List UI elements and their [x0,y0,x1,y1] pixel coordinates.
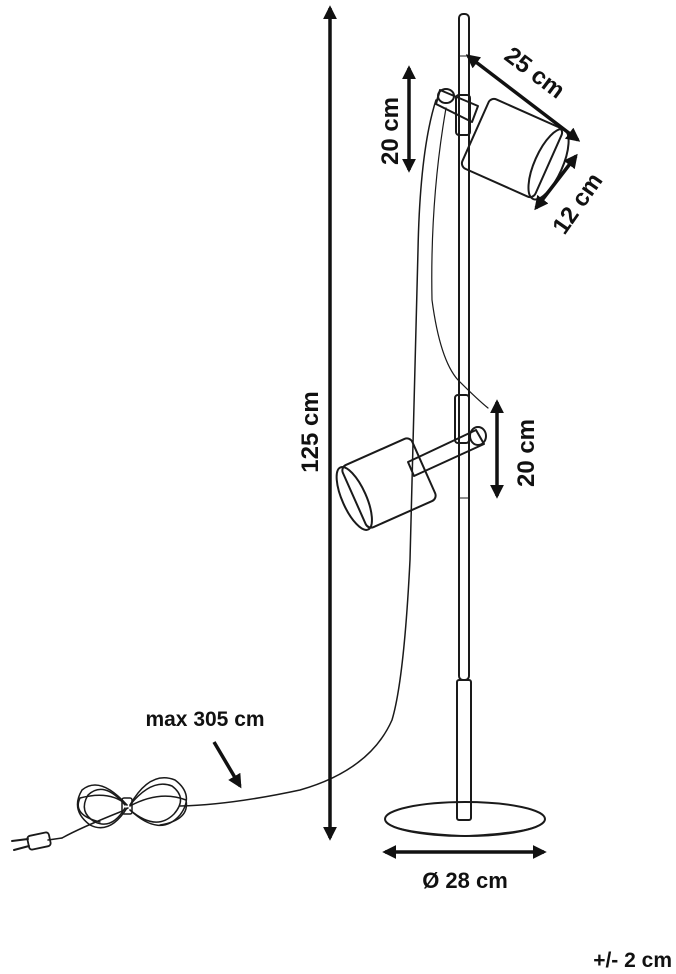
coiled-cable [61,777,188,839]
dimension-labels: 125 cm 20 cm 20 cm 25 cm 12 cm max 305 c… [145,42,672,972]
shade-diameter-arrow [534,153,578,211]
lamp-base-rim [384,818,546,837]
cable-length-label: max 305 cm [145,708,264,731]
shade-length-arrow [465,54,581,142]
lower-arm [407,429,485,477]
lamp-cable [179,99,437,807]
tolerance-label: +/- 2 cm [593,949,672,972]
lamp-drawing [11,13,570,851]
base-diameter-label: Ø 28 cm [422,868,508,893]
cable-pointer-arrow [212,741,242,789]
power-plug [11,831,63,851]
lower-arm-height-label: 20 cm [513,419,540,487]
upper-shade [460,97,570,201]
upper-arm-height-label: 20 cm [377,97,404,165]
pole-lower [456,679,472,821]
shade-length-label: 25 cm [499,42,570,105]
height-label: 125 cm [297,391,324,472]
dimension-arrows [212,5,581,859]
lower-shade [335,437,437,531]
pole-main [458,13,470,681]
